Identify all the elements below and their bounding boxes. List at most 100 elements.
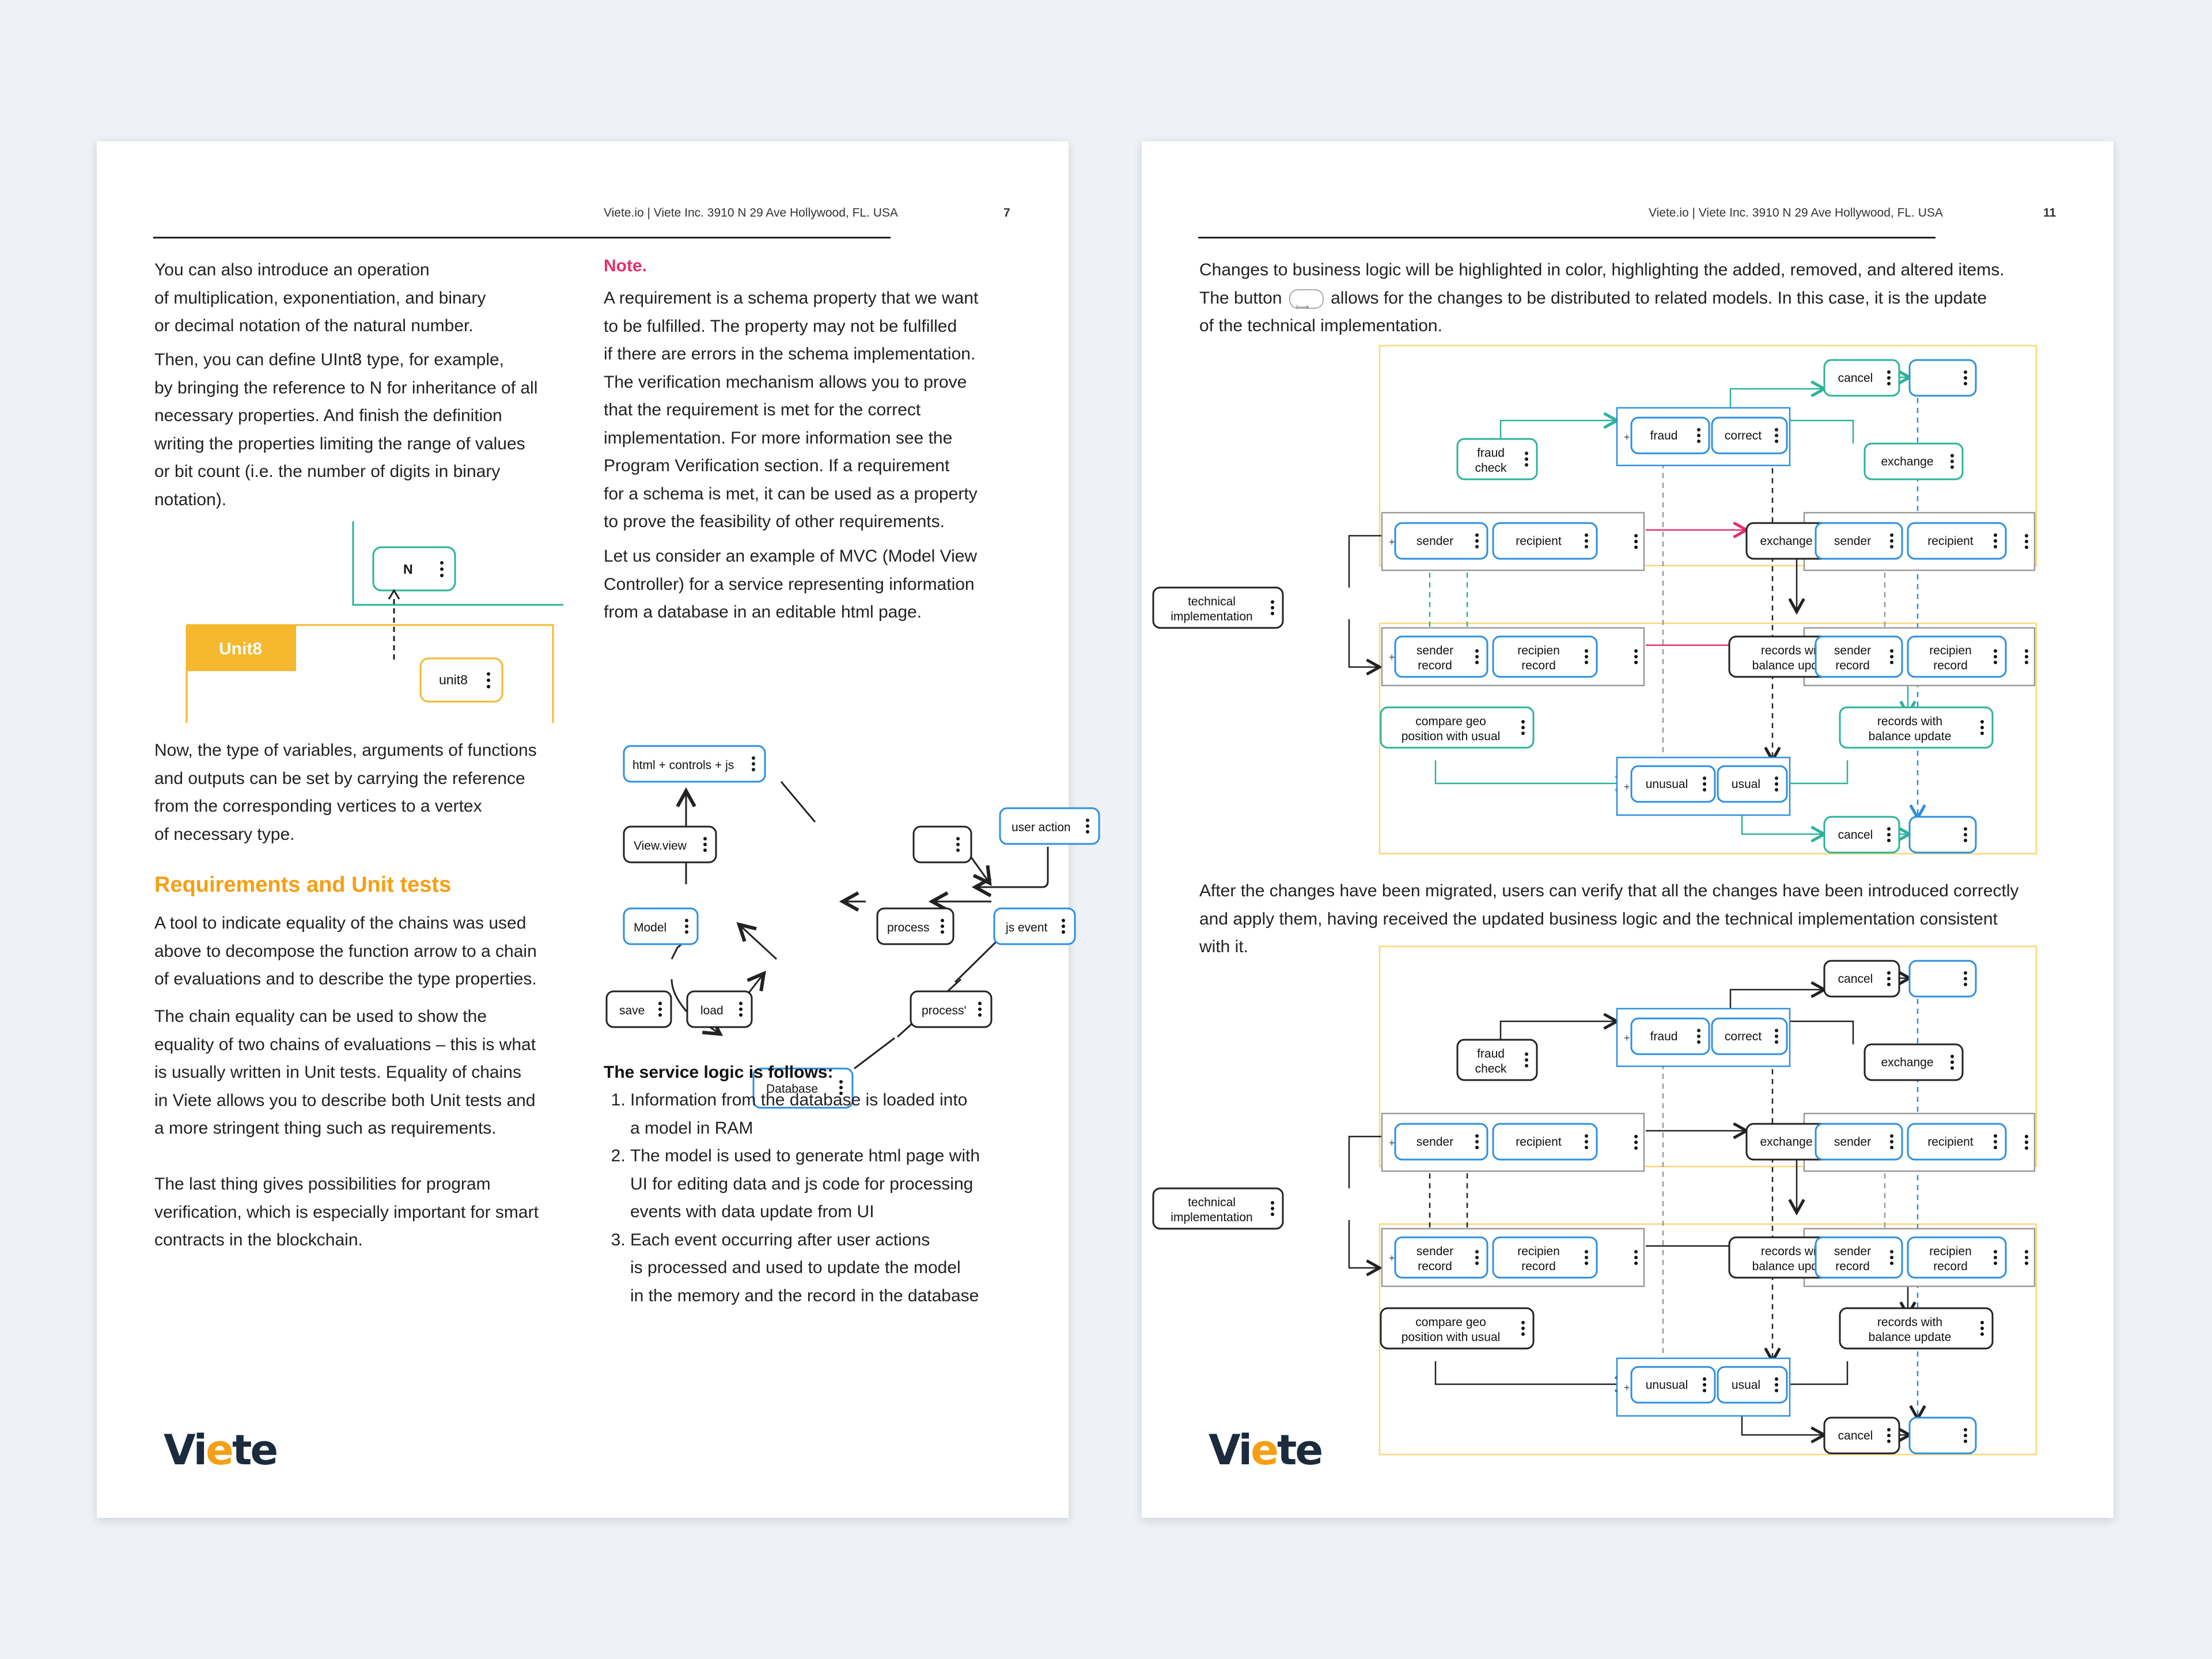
node-model: Model bbox=[623, 907, 699, 945]
svg-text:+: + bbox=[1624, 431, 1630, 443]
node-technical-implementation: technical implementation bbox=[1152, 586, 1284, 629]
svg-text:unusual: unusual bbox=[1646, 778, 1688, 791]
node-empty-bottom bbox=[1908, 816, 1977, 854]
node-sender-left: sender bbox=[1394, 522, 1488, 560]
paragraph-uint8: Then, you can define UInt8 type, for exa… bbox=[154, 350, 538, 509]
unit8-header bbox=[187, 625, 296, 671]
after-paragraph: After the changes have been migrated, us… bbox=[1199, 881, 2019, 956]
svg-text:correct: correct bbox=[1725, 1030, 1762, 1043]
edge-compare-unusual bbox=[1434, 760, 1628, 783]
svg-text:implementation: implementation bbox=[1171, 1211, 1252, 1224]
frame-technical bbox=[1378, 622, 2037, 855]
svg-text:js event: js event bbox=[1005, 921, 1048, 934]
node-database: Database bbox=[752, 1067, 854, 1109]
svg-text:exchange: exchange bbox=[1760, 1135, 1812, 1149]
node-exchange: exchange bbox=[1863, 1043, 1964, 1081]
svg-text:save: save bbox=[619, 1004, 645, 1017]
n-frame bbox=[352, 521, 563, 606]
svg-text:sender: sender bbox=[1416, 1245, 1453, 1258]
unit8-header-label: Unit8 bbox=[219, 639, 262, 658]
paragraph-equality: A tool to indicate equality of the chain… bbox=[154, 914, 537, 988]
node-recipient-right: recipient bbox=[1907, 1123, 2007, 1161]
node-sender-left: sender bbox=[1394, 1123, 1488, 1161]
n-node: N bbox=[372, 546, 456, 592]
svg-text:compare geo: compare geo bbox=[1415, 715, 1486, 728]
note-title: Note. bbox=[604, 256, 647, 275]
svg-text:+: + bbox=[1389, 1137, 1395, 1149]
unit8-node: unit8 bbox=[419, 657, 503, 703]
svg-text:process': process' bbox=[922, 1004, 967, 1017]
node-empty-top bbox=[1908, 359, 1977, 397]
node-process: process bbox=[876, 907, 955, 945]
svg-text:exchange: exchange bbox=[1881, 1056, 1933, 1069]
svg-text:record: record bbox=[1521, 659, 1556, 672]
svg-text:fraud: fraud bbox=[1477, 446, 1505, 460]
svg-text:Model: Model bbox=[634, 921, 666, 934]
svg-text:records with: records with bbox=[1877, 1316, 1942, 1329]
svg-text:recipien: recipien bbox=[1929, 644, 1972, 657]
svg-text:record: record bbox=[1933, 1260, 1968, 1273]
svg-text:record: record bbox=[1835, 1260, 1870, 1273]
svg-text:correct: correct bbox=[1725, 429, 1762, 442]
section-title: Requirements and Unit tests bbox=[154, 873, 452, 897]
edge-fraudcheck-fraud bbox=[1499, 421, 1617, 444]
svg-text:technical: technical bbox=[1188, 595, 1236, 608]
page-7: Viete.io | Viete Inc. 3910 N 29 Ave Holl… bbox=[97, 141, 1100, 1518]
node-fraud: fraud bbox=[1630, 416, 1710, 454]
edge-records-usual bbox=[1790, 1361, 1849, 1385]
node-save: save bbox=[605, 990, 672, 1028]
svg-text:recipien: recipien bbox=[1929, 1245, 1972, 1258]
node-view: View.view bbox=[623, 825, 717, 863]
svg-text:+: + bbox=[1624, 1382, 1630, 1393]
node-sender-right: sender bbox=[1815, 1123, 1903, 1161]
edge-records-usual bbox=[1790, 760, 1849, 785]
svg-text:sender: sender bbox=[1834, 535, 1871, 548]
svg-text:balance update: balance update bbox=[1752, 1260, 1835, 1273]
svg-text:fraud: fraud bbox=[1650, 1030, 1678, 1043]
svg-text:fraud: fraud bbox=[1650, 429, 1678, 442]
distribute-changes-button[interactable]: ⟼ bbox=[1289, 289, 1324, 312]
edge-tech-impl bbox=[1348, 1220, 1380, 1268]
page-number: 7 bbox=[1003, 206, 1010, 219]
svg-text:sender: sender bbox=[1834, 644, 1871, 657]
svg-text:record: record bbox=[1835, 659, 1870, 672]
node-load: load bbox=[686, 990, 753, 1028]
note-body: A requirement is a schema property that … bbox=[604, 289, 979, 531]
viete-logo: Viete bbox=[1209, 1426, 1323, 1474]
node-recipient-record-right: recipien record bbox=[1907, 1236, 2007, 1279]
node-unusual: unusual bbox=[1630, 765, 1716, 803]
edge-correct-exchange bbox=[1790, 1020, 1854, 1044]
edge-correct-exchange bbox=[1790, 419, 1854, 444]
node-unusual: unusual bbox=[1630, 1366, 1716, 1404]
flow-diagram-applied: ++++++cancelfraudcorrectfraudcheckexchan… bbox=[1152, 945, 2037, 1456]
svg-text:recipient: recipient bbox=[1927, 535, 1974, 548]
svg-text:+: + bbox=[1624, 1032, 1630, 1044]
viete-logo: Viete bbox=[164, 1426, 278, 1474]
svg-text:exchange: exchange bbox=[1760, 535, 1812, 548]
node-sender-record-right: sender record bbox=[1815, 635, 1903, 678]
svg-text:Database: Database bbox=[766, 1082, 818, 1096]
paragraph-verification: The last thing gives possibilities for p… bbox=[154, 1175, 539, 1249]
node-correct: correct bbox=[1711, 1017, 1788, 1055]
svg-text:record: record bbox=[1418, 659, 1452, 672]
frame-technical bbox=[1378, 1223, 2037, 1456]
svg-text:sender: sender bbox=[1416, 1135, 1453, 1149]
svg-text:records with: records with bbox=[1761, 1245, 1826, 1258]
svg-text:+: + bbox=[1624, 781, 1630, 793]
svg-text:user action: user action bbox=[1012, 821, 1071, 834]
svg-text:implementation: implementation bbox=[1171, 610, 1252, 623]
type-diagram: N Unit8 unit8 bbox=[185, 521, 563, 723]
paragraph-variables: Now, the type of variables, arguments of… bbox=[154, 741, 537, 844]
svg-text:records with: records with bbox=[1761, 644, 1826, 657]
service-steps: Information from the database is loaded … bbox=[604, 1086, 1068, 1310]
service-title: The service logic is follows: bbox=[604, 1063, 834, 1082]
svg-text:html + controls + js: html + controls + js bbox=[632, 759, 734, 772]
svg-text:usual: usual bbox=[1732, 778, 1760, 791]
